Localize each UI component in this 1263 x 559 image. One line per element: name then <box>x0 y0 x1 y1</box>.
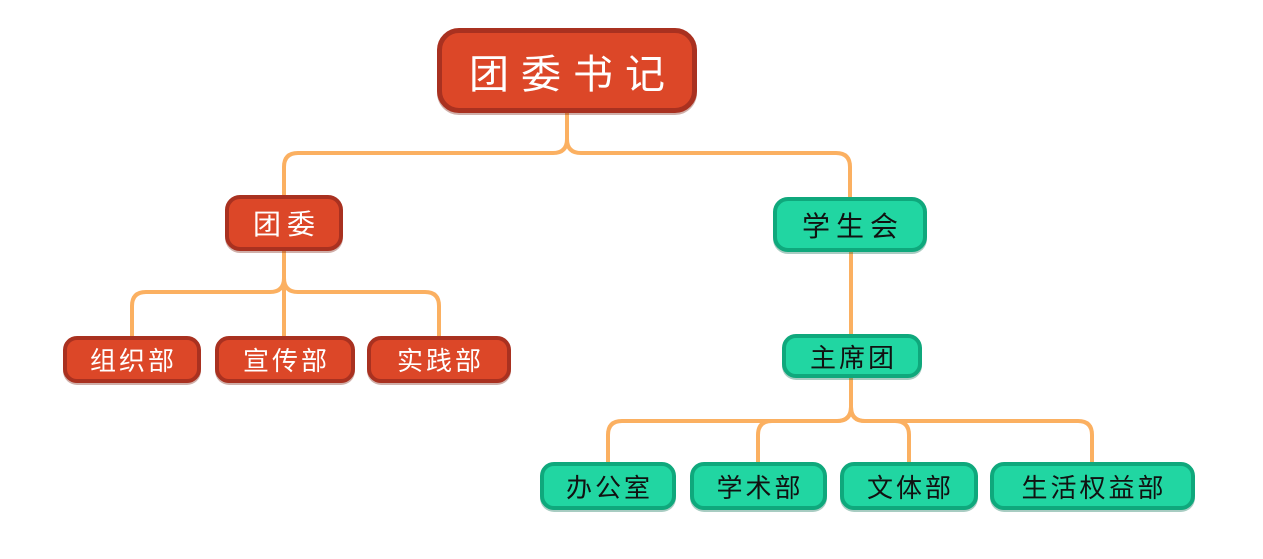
node-label: 团委书记 <box>469 52 677 97</box>
node-label: 主席团 <box>809 342 897 373</box>
node-life-rights-dept[interactable]: 生活权益部 <box>990 462 1195 510</box>
node-label: 学术部 <box>716 472 804 503</box>
node-label: 文体部 <box>866 472 954 503</box>
node-label: 团委 <box>252 209 321 240</box>
node-student-union[interactable]: 学生会 <box>773 197 927 252</box>
connector-presidium-to-life-rights-dept <box>849 376 1094 464</box>
node-label: 学生会 <box>801 210 904 242</box>
node-label: 宣传部 <box>242 346 330 376</box>
node-organization-dept[interactable]: 组织部 <box>63 336 201 383</box>
node-presidium[interactable]: 主席团 <box>782 334 922 378</box>
node-publicity-dept[interactable]: 宣传部 <box>215 336 355 383</box>
node-academic-dept[interactable]: 学术部 <box>690 462 827 510</box>
connector-presidium-to-academic-dept <box>756 376 853 464</box>
node-label: 办公室 <box>565 472 653 503</box>
node-practice-dept[interactable]: 实践部 <box>367 336 511 383</box>
node-label: 组织部 <box>89 346 177 376</box>
node-youth-league-committee[interactable]: 团委 <box>225 195 343 251</box>
connector-root-to-student-union <box>565 111 852 199</box>
node-label: 实践部 <box>396 346 484 376</box>
node-sports-arts-dept[interactable]: 文体部 <box>840 462 978 510</box>
connector-root-to-youth-league-committee <box>282 111 569 197</box>
node-youth-league-secretary[interactable]: 团委书记 <box>437 28 697 113</box>
node-office[interactable]: 办公室 <box>540 462 676 510</box>
connector-committee-to-practice-dept <box>282 249 441 338</box>
connector-committee-to-organization-dept <box>130 249 286 338</box>
node-label: 生活权益部 <box>1021 472 1167 503</box>
